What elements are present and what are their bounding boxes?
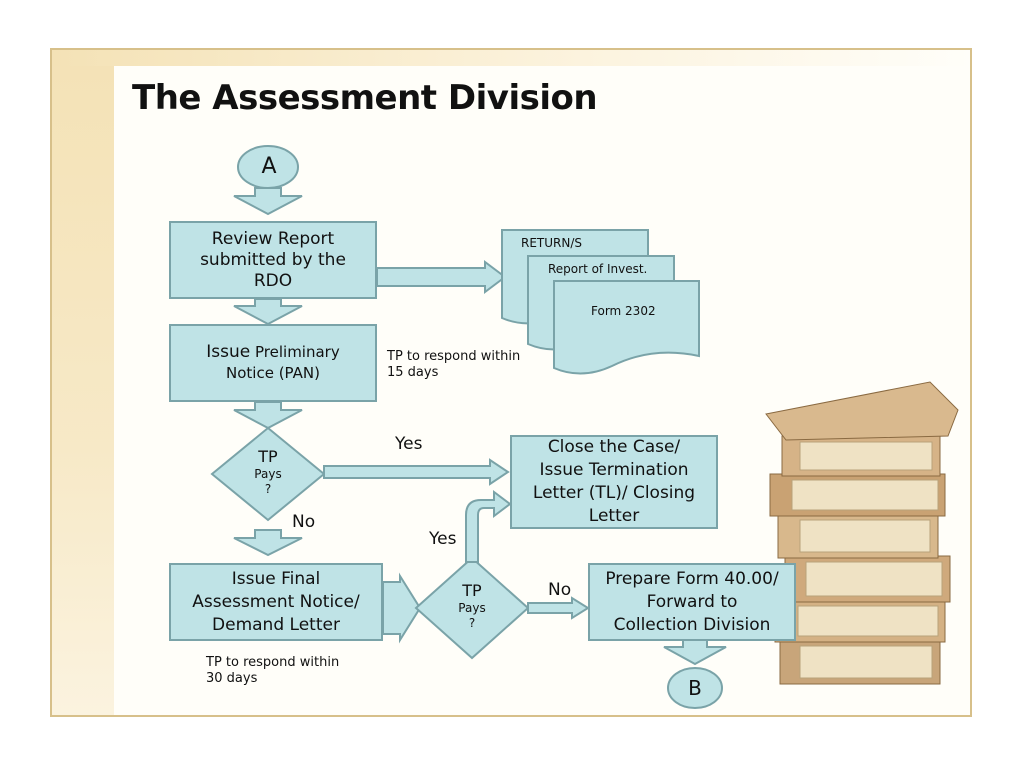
decision2-shape [414,556,530,660]
step-issue-pan-label: Issue Preliminary Notice (PAN) [185,342,361,384]
step-issue-fan-label: Issue Final Assessment Notice/ Demand Le… [192,568,360,635]
decision2-line1: TP [462,581,482,600]
connector-a-label: A [261,154,277,179]
step-review-report: Review Report submitted by the RDO [169,221,377,299]
connector-b-shape [667,667,723,709]
step-review-report-label: Review Report submitted by the RDO [200,228,346,291]
note-fan-response: TP to respond within 30 days [206,655,340,686]
step-close-case: Close the Case/ Issue Termination Letter… [510,435,718,529]
decision1-label: TP Pays ? [238,447,298,497]
decision1-shape [210,426,326,522]
step-prepare-form-label: Prepare Form 40.00/ Forward to Collectio… [605,568,779,635]
slide-sidebar-band [52,50,114,715]
no2-label: No [548,580,572,600]
slide-title: The Assessment Division [132,78,598,118]
document-returns-label: RETURN/S [521,236,583,250]
arrow-fan-to-decision2 [382,572,422,644]
document-report-label: Report of Invest. [548,262,648,276]
step-issue-pan-rest: Preliminary Notice (PAN) [226,343,340,382]
decision1-line3: ? [264,482,272,496]
step-issue-fan: Issue Final Assessment Notice/ Demand Le… [169,563,383,641]
slide-top-band [52,50,970,66]
yes2-label: Yes [429,529,457,549]
arrow-a-to-review [233,187,303,216]
decision1-line1: TP [258,447,278,466]
arrow-prepare-to-b [663,639,727,666]
arrow-pan-to-decision1 [233,401,303,430]
arrow-no1-to-fan [233,529,303,557]
arrow-review-to-pan [233,298,303,326]
document-form-shape [553,280,700,375]
step-close-case-label: Close the Case/ Issue Termination Letter… [532,437,696,526]
arrow-yes2-to-close [465,490,512,563]
arrow-yes1-to-close [323,458,510,486]
note-pan-response: TP to respond within 15 days [387,349,521,380]
connector-b-label: B [688,676,702,700]
no1-label: No [292,512,316,532]
arrow-review-to-docs [376,260,507,294]
step-issue-pan-prefix: Issue [206,342,251,362]
decision1-line2: Pays [254,467,282,481]
decision2-label: TP Pays ? [442,581,502,631]
document-form-label: Form 2302 [591,304,656,318]
arrow-no2-to-prepare [527,596,590,620]
decision2-line2: Pays [458,601,486,615]
yes1-label: Yes [395,434,423,454]
step-prepare-form: Prepare Form 40.00/ Forward to Collectio… [588,563,796,641]
decision2-line3: ? [468,616,476,630]
step-issue-pan: Issue Preliminary Notice (PAN) [169,324,377,402]
